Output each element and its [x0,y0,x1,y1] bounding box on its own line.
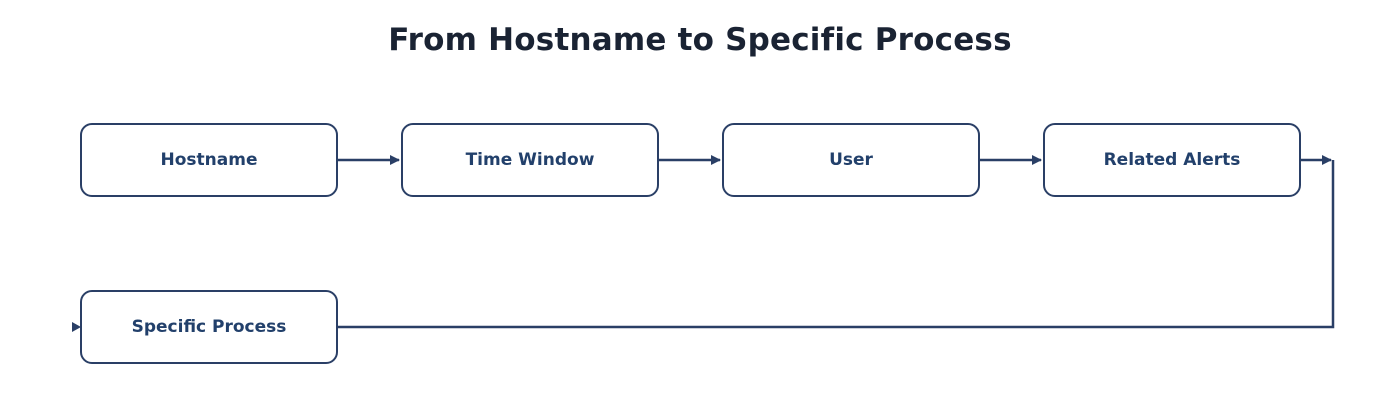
node-related-alerts: Related Alerts [1043,123,1301,197]
node-label: Specific Process [131,317,287,337]
node-label: Time Window [465,150,595,170]
node-label: User [829,150,873,170]
node-label: Hostname [160,150,258,170]
node-specific-process: Specific Process [80,290,338,364]
node-hostname: Hostname [80,123,338,197]
node-label: Related Alerts [1103,150,1241,170]
node-user: User [722,123,980,197]
diagram-title: From Hostname to Specific Process [388,22,1012,58]
edge-entry-arrowhead [72,322,81,332]
node-time-window: Time Window [401,123,659,197]
edge-related-alerts-to-specific-process [338,160,1335,329]
